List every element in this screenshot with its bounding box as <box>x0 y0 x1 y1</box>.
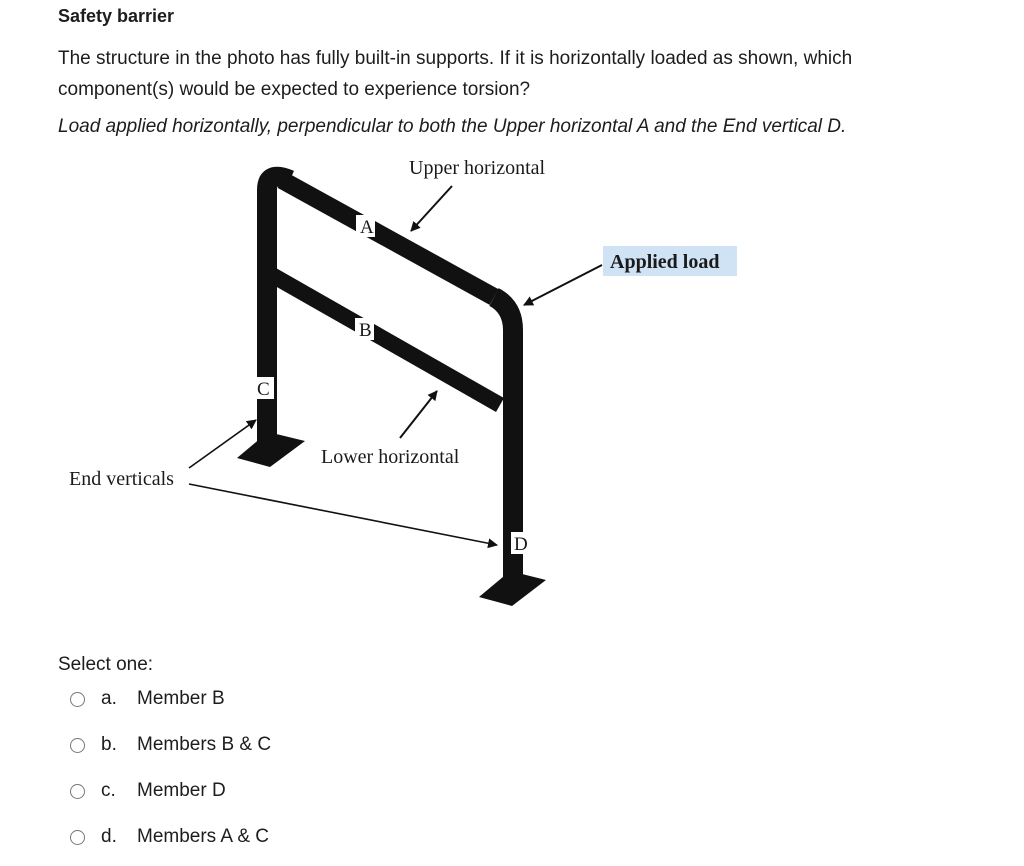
option-b-label: Members B & C <box>137 734 272 755</box>
upper-horizontal-label: Upper horizontal <box>409 157 546 179</box>
member-d-vertical <box>488 288 523 590</box>
option-d-label: Members A & C <box>137 826 269 847</box>
applied-load-arrow <box>523 264 603 306</box>
lower-horizontal-arrow <box>399 390 438 439</box>
member-c-vertical <box>257 166 294 448</box>
option-a-letter: a. <box>101 688 117 709</box>
option-a[interactable]: a. Member B <box>70 684 225 714</box>
member-a-bar <box>277 172 499 305</box>
select-one-label: Select one: <box>58 654 154 675</box>
member-b-bar <box>268 268 504 412</box>
base-plate-c <box>237 432 305 467</box>
lower-horizontal-label: Lower horizontal <box>321 446 460 468</box>
radio-d[interactable] <box>70 829 85 845</box>
end-verticals-arrow-c <box>188 419 257 469</box>
option-d[interactable]: d. Members A & C <box>70 822 269 852</box>
member-d-label: D <box>514 534 528 555</box>
question-text: The structure in the photo has fully bui… <box>58 48 853 100</box>
option-b-letter: b. <box>101 734 117 755</box>
member-b-label: B <box>359 320 372 341</box>
applied-load-label: Applied load <box>610 251 719 273</box>
end-verticals-arrow-d <box>188 483 498 549</box>
option-c-label: Member D <box>137 780 226 801</box>
member-a-label: A <box>360 217 374 238</box>
option-c-letter: c. <box>101 780 116 801</box>
radio-a[interactable] <box>70 691 85 707</box>
question-title: Safety barrier <box>58 6 175 26</box>
option-d-letter: d. <box>101 826 117 847</box>
radio-c[interactable] <box>70 783 85 799</box>
applied-load-highlight <box>603 246 737 276</box>
radio-b[interactable] <box>70 737 85 753</box>
member-c-label: C <box>257 379 270 400</box>
question-note: Load applied horizontally, perpendicular… <box>58 116 847 137</box>
option-a-label: Member B <box>137 688 225 709</box>
upper-horizontal-arrow <box>410 185 453 232</box>
end-verticals-label: End verticals <box>69 468 174 490</box>
option-b[interactable]: b. Members B & C <box>70 730 271 760</box>
safety-barrier-figure: A B C D Upper horizontal Applied load Lo… <box>69 157 737 606</box>
option-c[interactable]: c. Member D <box>70 776 226 806</box>
